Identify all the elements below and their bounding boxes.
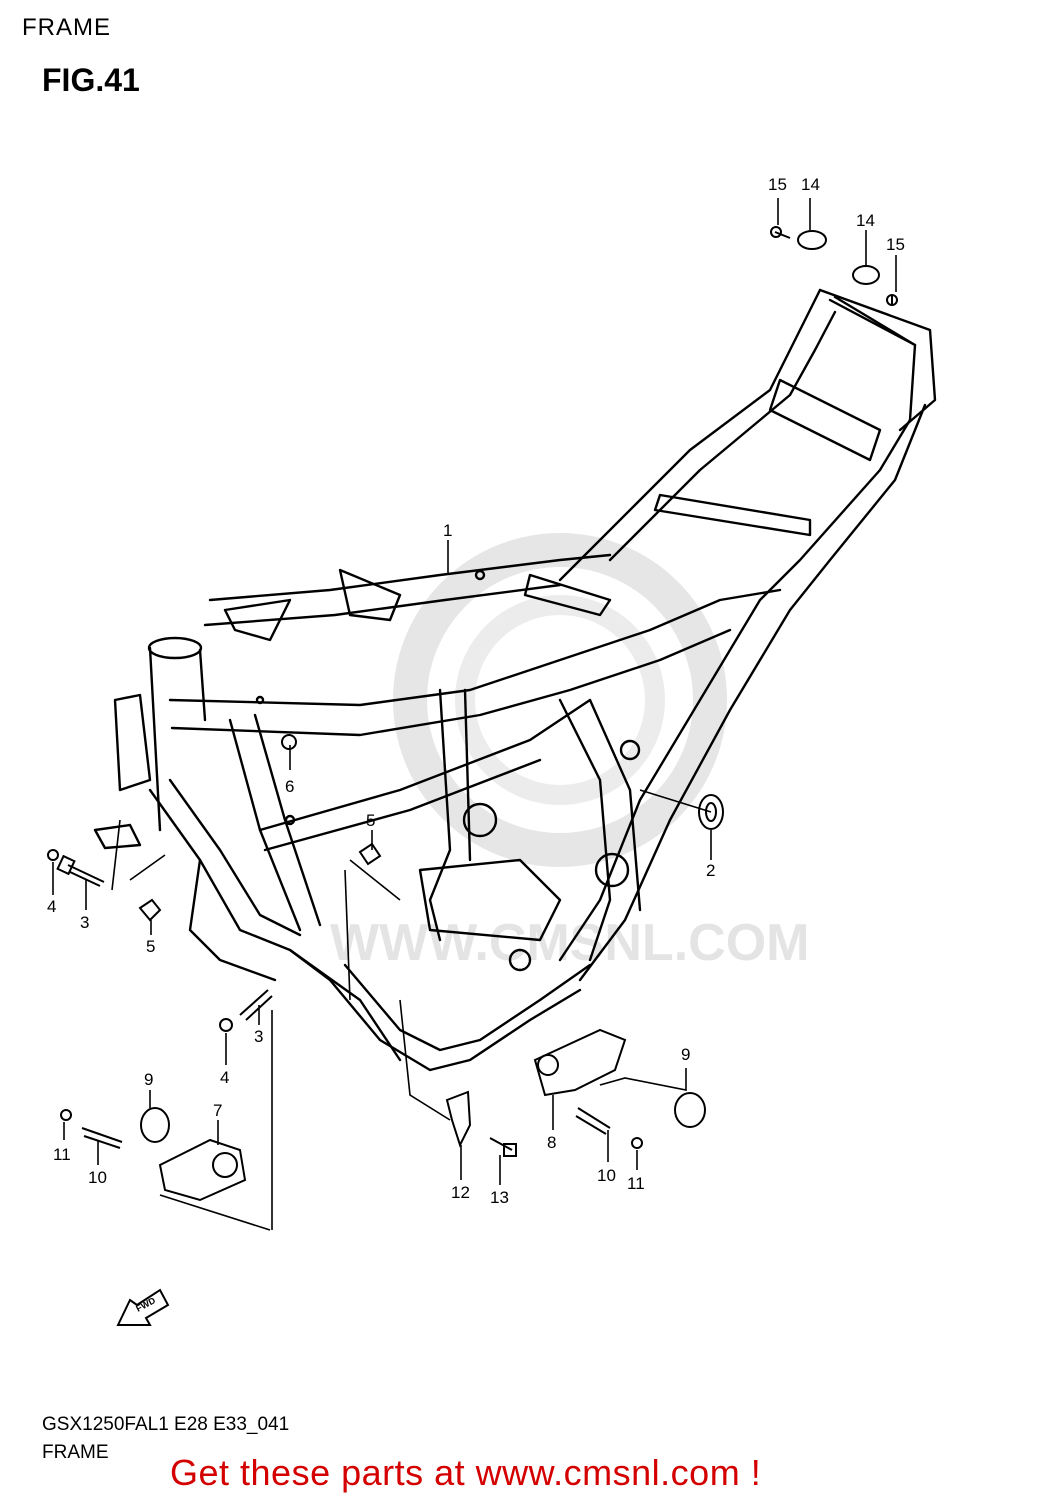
section-title: FRAME [22,14,111,41]
callout-5: 5 [146,937,155,956]
callout-4: 4 [220,1068,229,1087]
callout-11: 11 [53,1145,71,1164]
bolt-part-15a [774,231,791,239]
bushing-part-9b [674,1092,706,1128]
callout-9: 9 [681,1045,690,1064]
callout-12: 12 [451,1183,470,1202]
callout-6: 6 [285,777,294,796]
watermark: WWW.CMSNL.COM [330,533,809,972]
bolt-part-10a [81,1127,123,1149]
callout-14: 14 [801,175,820,194]
nut-part-5b [358,842,382,866]
callout-5: 5 [366,811,375,830]
washer-part-2 [698,794,724,830]
callout-15: 15 [886,235,905,254]
promo-link[interactable]: Get these parts at www.cmsnl.com ! [170,1452,762,1493]
forward-direction-arrow: FWD [116,1288,170,1326]
callout-14: 14 [856,211,875,230]
bolt-part-13 [489,1137,513,1151]
plug-part-6 [281,734,297,750]
nut-part-4a [47,849,59,861]
small-parts [47,226,898,1202]
callout-9: 9 [144,1070,153,1089]
callout-2: 2 [706,861,715,880]
nut-part-4b [219,1018,233,1032]
leader-lines [52,198,897,1231]
callout-8: 8 [547,1133,556,1152]
nut-part-11b [631,1137,643,1149]
bolt-part-3b [239,989,273,1021]
model-code: GSX1250FAL1 E28 E33_041 [42,1414,290,1435]
callout-4: 4 [47,897,56,916]
callout-3: 3 [80,913,89,932]
figure-title: FIG.41 [42,62,140,98]
bracket-part-8 [533,1028,627,1097]
bolt-part-3a [67,864,105,887]
bolt-part-15b [886,294,898,306]
callout-3: 3 [254,1027,263,1046]
footer-section-name: FRAME [42,1442,109,1463]
clamp-part-12 [445,1090,472,1148]
callout-10: 10 [88,1168,107,1187]
cap-part-14b [852,265,880,285]
bushing-part-9a [140,1107,170,1143]
watermark-text: WWW.CMSNL.COM [330,914,809,972]
bolt-part-10b [575,1107,611,1135]
callout-13: 13 [490,1188,509,1207]
callout-10: 10 [597,1166,616,1185]
callout-1: 1 [443,521,452,540]
main-frame [93,288,937,1072]
callout-labels: 15 14 14 15 1 6 5 2 4 3 5 3 4 9 7 11 10 … [47,175,905,1207]
bracket-part-7 [158,1138,247,1202]
nut-part-5a [138,898,162,922]
callout-7: 7 [213,1101,222,1120]
callout-15: 15 [768,175,787,194]
callout-11: 11 [627,1174,645,1193]
nut-part-11a [60,1109,72,1121]
cap-part-14a [797,230,827,250]
